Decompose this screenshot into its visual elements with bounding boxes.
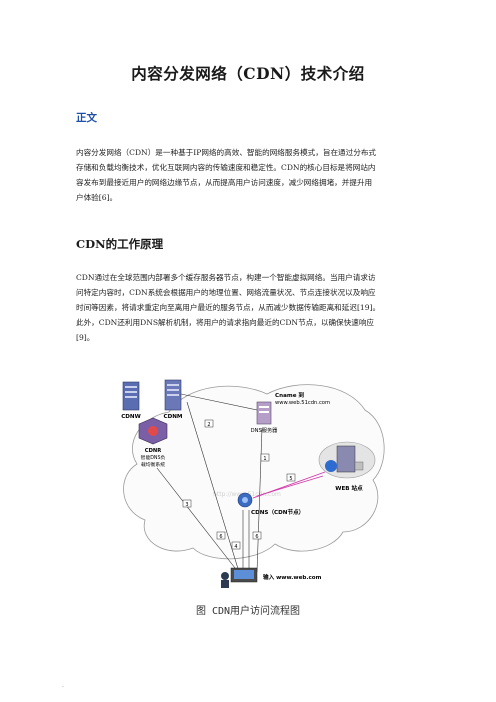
paragraph-line: 存储和负载均衡技术，优化互联网内容的传输速度和稳定性。CDN的核心目标是将网站内 bbox=[76, 163, 376, 173]
cdnm-server-icon bbox=[164, 379, 182, 411]
paragraph-line: 时间等因素，将请求重定向至离用户最近的服务节点，从而减少数据传输距离和延迟[19… bbox=[76, 303, 381, 313]
cdnr-desc-2: 载均衡系统 bbox=[141, 461, 165, 468]
pink-arrow bbox=[256, 475, 324, 497]
step-4: 4 bbox=[234, 544, 237, 550]
paragraph-line: CDN通过在全球范围内部署多个缓存服务器节点，构建一个智能虚拟网络。当用户请求访 bbox=[76, 273, 376, 282]
page-title: 内容分发网络（CDN）技术介绍 bbox=[131, 64, 365, 83]
paragraph-line: 内容分发网络（CDN）是一种基于IP网络的高效、智能的网络服务模式，旨在通过分布… bbox=[76, 148, 377, 157]
step-5: 5 bbox=[289, 476, 292, 482]
paragraph-line: 此外，CDN还利用DNS解析机制，将用户的请求指向最近的CDN节点，以确保快速响… bbox=[76, 318, 375, 328]
network-cloud bbox=[123, 384, 385, 560]
dns-label: DNS服务器 bbox=[251, 426, 279, 434]
web-site-icon bbox=[318, 441, 376, 479]
cdnm-label: CDNM bbox=[164, 414, 183, 420]
cname-domain: www.web.51cdn.com bbox=[275, 400, 330, 406]
step-3: 3 bbox=[185, 502, 188, 508]
user-computer-icon bbox=[221, 567, 258, 588]
step-markers: 2 1 3 5 6 4 6 bbox=[182, 419, 296, 550]
paragraph-line: 容发布到最接近用户的网络边缘节点，从而提高用户访问速度，减少网络拥堵，并提升用 bbox=[76, 178, 373, 188]
step-1: 1 bbox=[263, 456, 266, 462]
cdnr-desc-1: 智能DNS负 bbox=[141, 454, 166, 461]
section-label: 正文 bbox=[76, 112, 97, 124]
dns-server-icon bbox=[256, 401, 272, 425]
cdnw-server-icon bbox=[122, 381, 140, 411]
step-6b: 6 bbox=[255, 534, 258, 540]
flow-arrows bbox=[156, 393, 263, 573]
step-2: 2 bbox=[207, 422, 210, 428]
section-heading: CDN的工作原理 bbox=[76, 237, 164, 251]
cdns-node-icon bbox=[237, 492, 253, 508]
step-6a: 6 bbox=[219, 534, 222, 540]
web-site-label: WEB 站点 bbox=[335, 484, 363, 492]
intro-paragraph: 内容分发网络（CDN）是一种基于IP网络的高效、智能的网络服务模式，旨在通过分布… bbox=[76, 145, 428, 205]
paragraph-line: 问特定内容时，CDN系统会根据用户的地理位置、网络流量状况、节点连接状况以及响应 bbox=[76, 288, 376, 298]
paragraph-line: 户体验[6]。 bbox=[76, 193, 118, 203]
cname-label: Cname 到 bbox=[275, 391, 304, 399]
cdn-diagram: http://www.51cdn.com CDNW CDNM CDNR 智能DN… bbox=[97, 372, 400, 590]
cdnr-dns-balancer-icon bbox=[138, 417, 168, 445]
paragraph-line: [9]。 bbox=[76, 333, 95, 343]
page-marker: . bbox=[62, 682, 64, 689]
figure-caption: 图 CDN用户访问流程图 bbox=[195, 606, 301, 617]
user-input-label: 输入 www.web.com bbox=[263, 573, 322, 581]
principle-paragraph: CDN通过在全球范围内部署多个缓存服务器节点，构建一个智能虚拟网络。当用户请求访… bbox=[76, 270, 428, 345]
cdns-label: CDNS（CDN节点） bbox=[251, 508, 304, 516]
cdn-diagram-svg: http://www.51cdn.com CDNW CDNM CDNR 智能DN… bbox=[121, 379, 385, 588]
cdnr-label: CDNR bbox=[145, 448, 161, 454]
cdnw-label: CDNW bbox=[121, 414, 141, 420]
